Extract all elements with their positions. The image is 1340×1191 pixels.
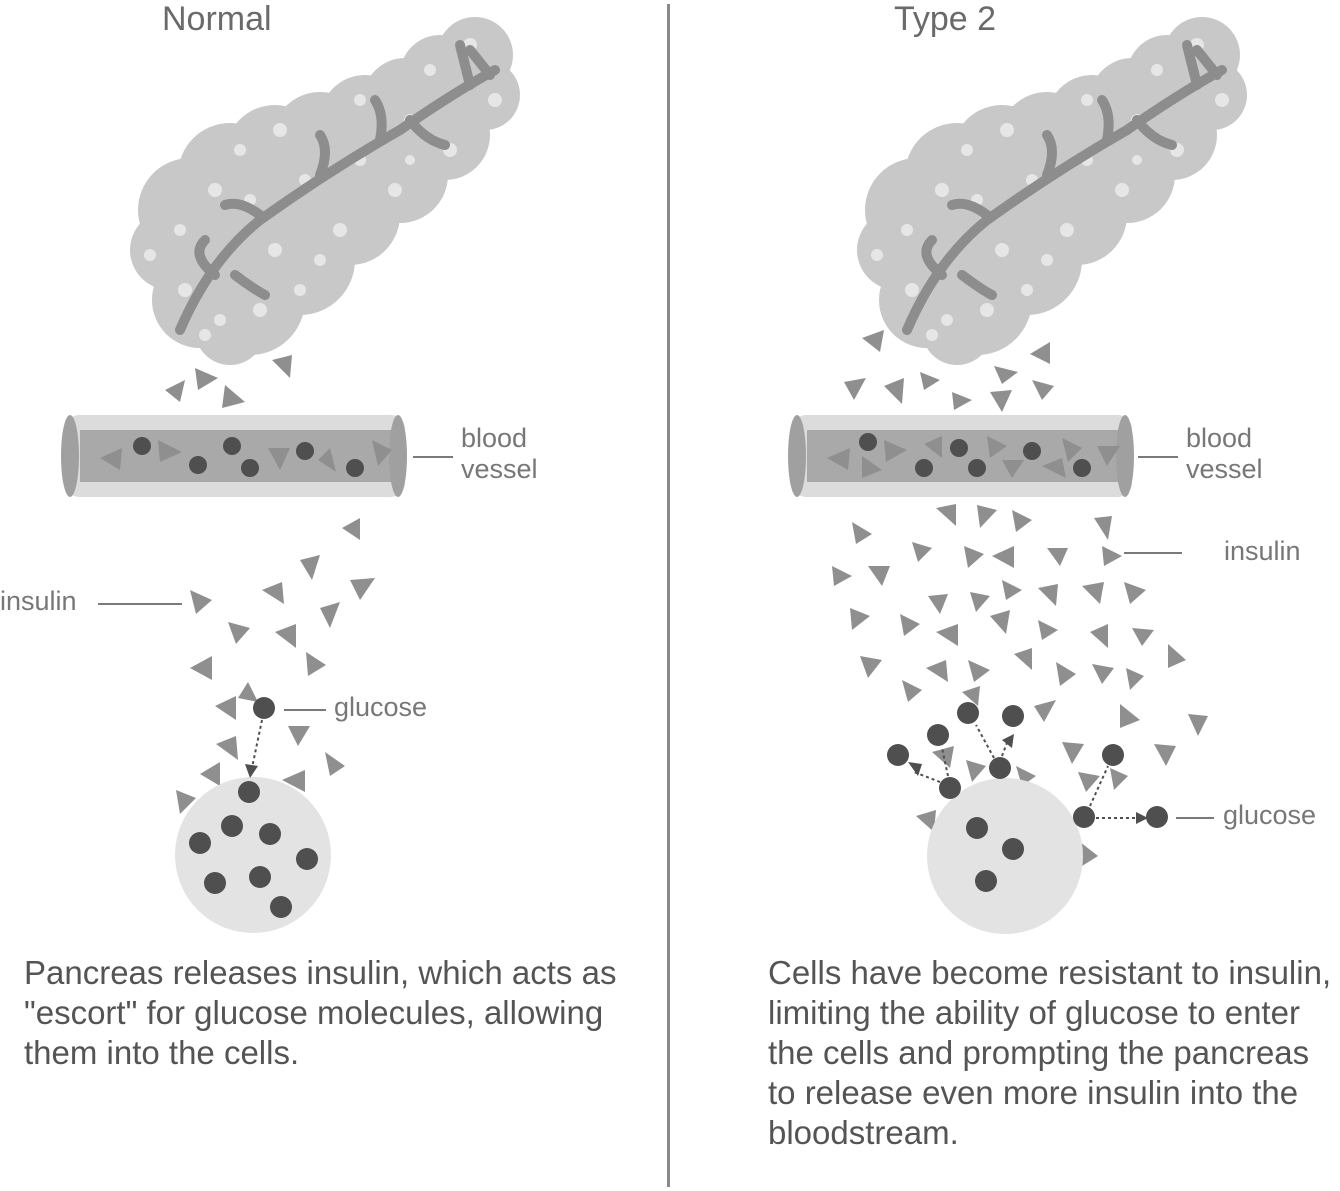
insulin-label: insulin <box>1224 536 1301 567</box>
blood-vessel-label: blood vessel <box>461 423 538 485</box>
caption-type2: Cells have become resistant to insulin, … <box>768 953 1338 1153</box>
panel-divider <box>667 4 670 1187</box>
blood-vessel-label-line <box>413 456 453 458</box>
cell <box>927 778 1083 934</box>
glucose-entering-cell <box>245 697 275 778</box>
blood-vessel-label: blood vessel <box>1186 423 1263 485</box>
glucose-label: glucose <box>334 692 427 723</box>
caption-normal: Pancreas releases insulin, which acts as… <box>24 953 624 1073</box>
blood-vessel-label-line <box>1138 456 1178 458</box>
pancreas <box>130 17 520 365</box>
glucose-label-line <box>284 709 326 711</box>
glucose-label-line <box>1176 817 1214 819</box>
glucose-label: glucose <box>1223 800 1316 831</box>
cell <box>175 777 331 933</box>
insulin-label-line <box>1124 552 1182 554</box>
insulin-label: insulin <box>0 586 77 617</box>
panel-normal: Normal <box>0 0 668 1191</box>
insulin-label-line <box>98 603 182 605</box>
pancreas <box>857 17 1247 365</box>
normal-illustration <box>0 0 668 950</box>
panel-type2: Type 2 <box>672 0 1340 1191</box>
